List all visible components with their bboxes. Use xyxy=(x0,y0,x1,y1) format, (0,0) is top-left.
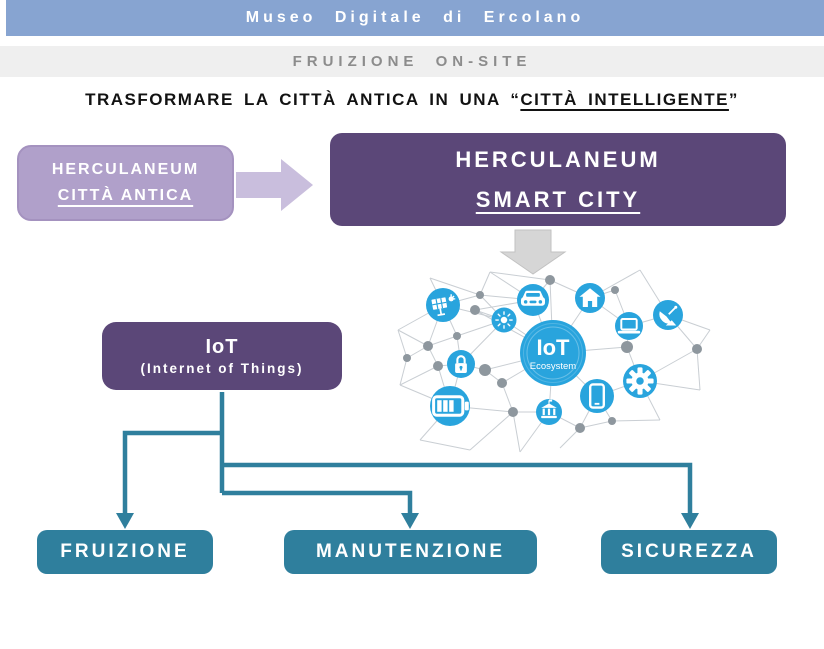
iot-ecosystem-network: IoT Ecosystem xyxy=(397,269,711,453)
headline-suffix: ” xyxy=(728,90,739,109)
hub-subtitle: Ecosystem xyxy=(530,361,577,372)
network-icon-circles xyxy=(426,283,683,426)
laptop-icon xyxy=(615,312,643,340)
arrowhead-sicurezza-icon xyxy=(681,513,699,529)
smart-city-line1: HERCULANEUM xyxy=(455,146,661,172)
ancient-city-box: HERCULANEUM CITTÀ ANTICA xyxy=(17,145,234,221)
banner-title: Museo Digitale di Ercolano xyxy=(245,9,585,26)
smart-city-box: HERCULANEUM SMART CITY xyxy=(330,133,786,226)
lock-icon xyxy=(447,350,475,378)
section-title: FRUIZIONE ON-SITE xyxy=(292,53,532,70)
outcome-box-manutenzione: MANUTENZIONE xyxy=(284,530,537,574)
hub-title: IoT xyxy=(537,335,571,360)
iot-ecosystem-hub: IoT Ecosystem xyxy=(520,320,586,386)
arrowhead-fruizione-icon xyxy=(116,513,134,529)
smart-city-line2: SMART CITY xyxy=(475,186,641,212)
ancient-city-line2: CITTÀ ANTICA xyxy=(57,187,194,204)
headline-prefix: TRASFORMARE LA CITTÀ ANTICA IN UNA “ xyxy=(85,90,521,109)
top-banner: Museo Digitale di Ercolano xyxy=(6,0,824,36)
headline-emphasis: CITTÀ INTELLIGENTE xyxy=(520,90,729,109)
iot-box: IoT (Internet of Things) xyxy=(102,322,342,390)
iot-box-title: IoT xyxy=(205,335,239,358)
house-icon xyxy=(575,283,605,313)
battery-icon xyxy=(430,386,470,426)
arrowhead-manutenzione-icon xyxy=(401,513,419,529)
headline: TRASFORMARE LA CITTÀ ANTICA IN UNA “CITT… xyxy=(0,90,824,110)
right-block-arrow-icon xyxy=(236,159,313,211)
connector-arrowheads xyxy=(116,513,699,529)
outcome-label: MANUTENZIONE xyxy=(315,541,506,562)
outcome-box-fruizione: FRUIZIONE xyxy=(37,530,213,574)
iot-box-subtitle: (Internet of Things) xyxy=(140,360,304,376)
car-icon xyxy=(517,284,549,316)
outcome-label: FRUIZIONE xyxy=(60,541,190,562)
smartphone-icon xyxy=(580,379,614,413)
solar-panel-icon xyxy=(426,288,460,322)
section-band: FRUIZIONE ON-SITE xyxy=(0,46,824,77)
ancient-city-line1: HERCULANEUM xyxy=(51,160,200,178)
gear-icon xyxy=(623,364,657,398)
bank-icon xyxy=(536,399,562,425)
satellite-dish-icon xyxy=(653,300,683,330)
outcome-box-sicurezza: SICUREZZA xyxy=(601,530,777,574)
network-nodes xyxy=(403,275,702,433)
light-bulb-icon xyxy=(491,307,517,333)
outcome-label: SICUREZZA xyxy=(621,541,757,562)
